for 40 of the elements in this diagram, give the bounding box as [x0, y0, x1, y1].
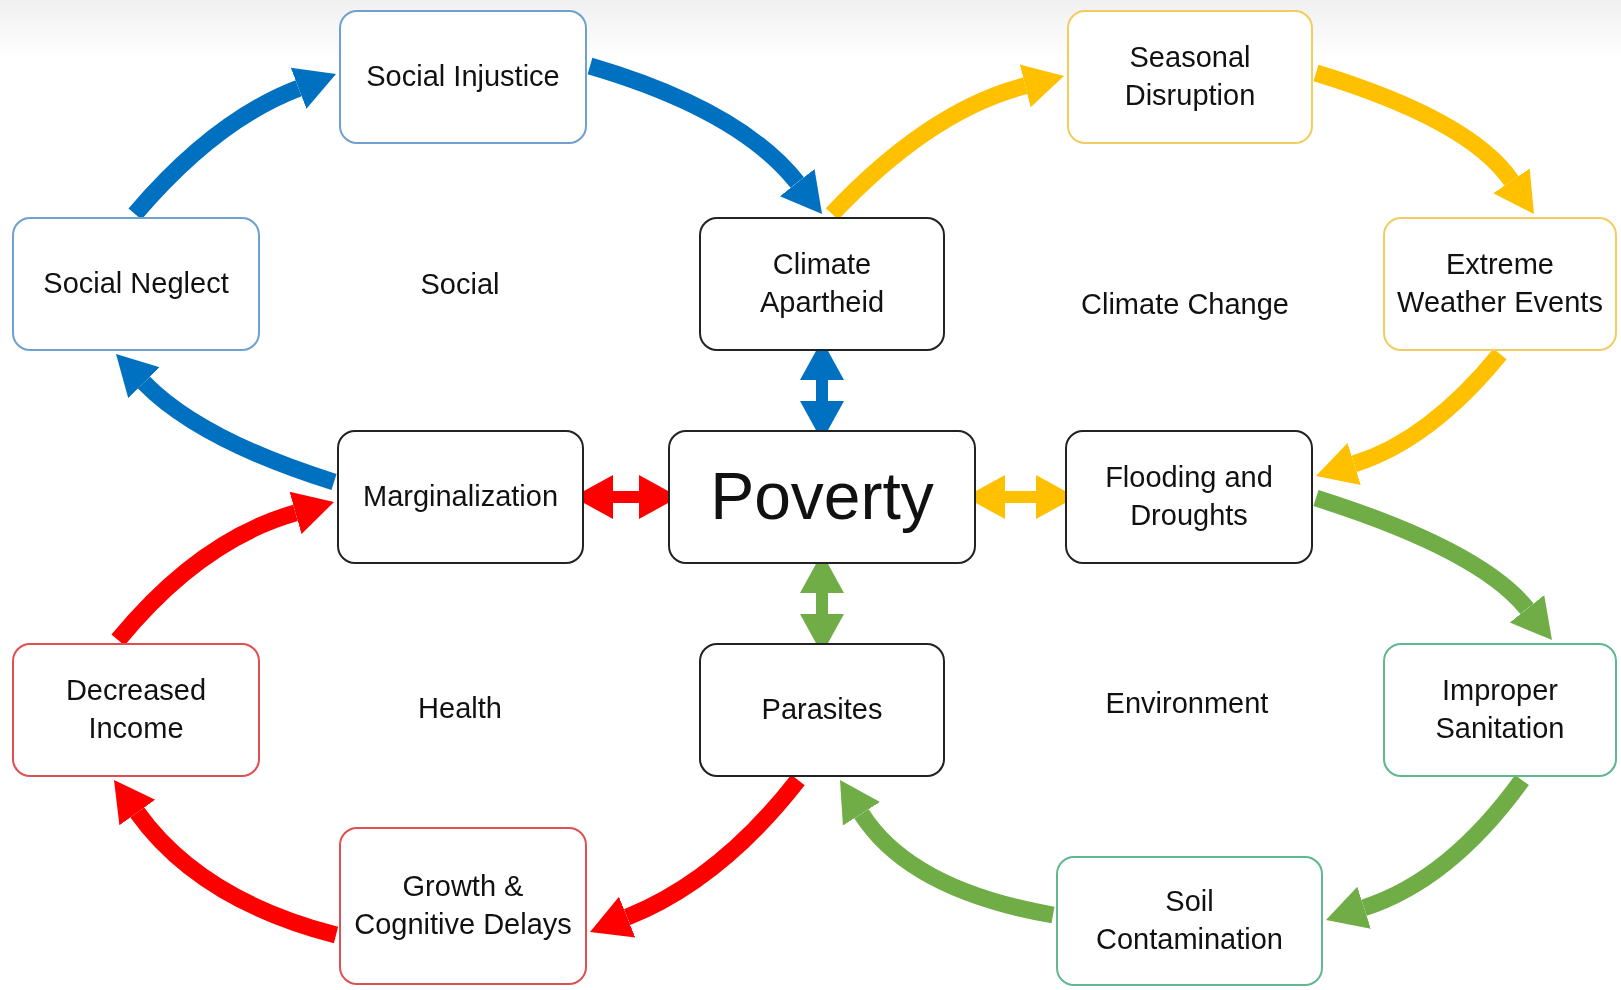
process-box — [699, 217, 945, 351]
node-label: Marginalization — [362, 479, 558, 515]
process-box — [1383, 217, 1617, 351]
arrow — [112, 780, 339, 944]
node-label: Extreme Weather Events — [1397, 247, 1603, 320]
process-box — [1056, 856, 1323, 986]
process-box — [1383, 643, 1617, 777]
group-label: Environment — [1105, 686, 1269, 722]
node-label: Poverty — [710, 458, 934, 536]
process-box — [339, 827, 587, 985]
arrow — [587, 57, 824, 213]
node-label: Improper Sanitation — [1434, 673, 1566, 746]
node-label: Soil Contamination — [1095, 884, 1284, 957]
node-label: Parasites — [761, 692, 883, 728]
arrow — [590, 774, 805, 938]
node-label: Decreased Income — [64, 673, 208, 746]
arrow — [1326, 774, 1529, 929]
group-label: Climate Change — [1081, 287, 1289, 323]
node-label: Growth & Cognitive Delays — [353, 869, 573, 942]
process-box — [12, 217, 260, 351]
node-label: Social Neglect — [43, 266, 229, 302]
node-label: Social Injustice — [366, 59, 560, 95]
process-box — [1065, 430, 1313, 564]
node-label: Flooding and Droughts — [1104, 460, 1274, 533]
node-label: Climate Apartheid — [758, 247, 886, 320]
node-label: Seasonal Disruption — [1123, 40, 1257, 113]
process-box — [1067, 10, 1313, 144]
process-box — [668, 430, 976, 564]
group-label: Social — [420, 267, 500, 303]
arrow — [1316, 348, 1507, 485]
group-label: Health — [418, 691, 502, 727]
process-box — [699, 643, 945, 777]
arrow — [838, 781, 1055, 924]
arrow — [1313, 64, 1536, 213]
arrow — [111, 491, 334, 646]
process-box — [12, 643, 260, 777]
arrow — [825, 64, 1064, 220]
arrow — [128, 67, 336, 220]
process-box — [339, 10, 587, 144]
process-box — [337, 430, 584, 564]
